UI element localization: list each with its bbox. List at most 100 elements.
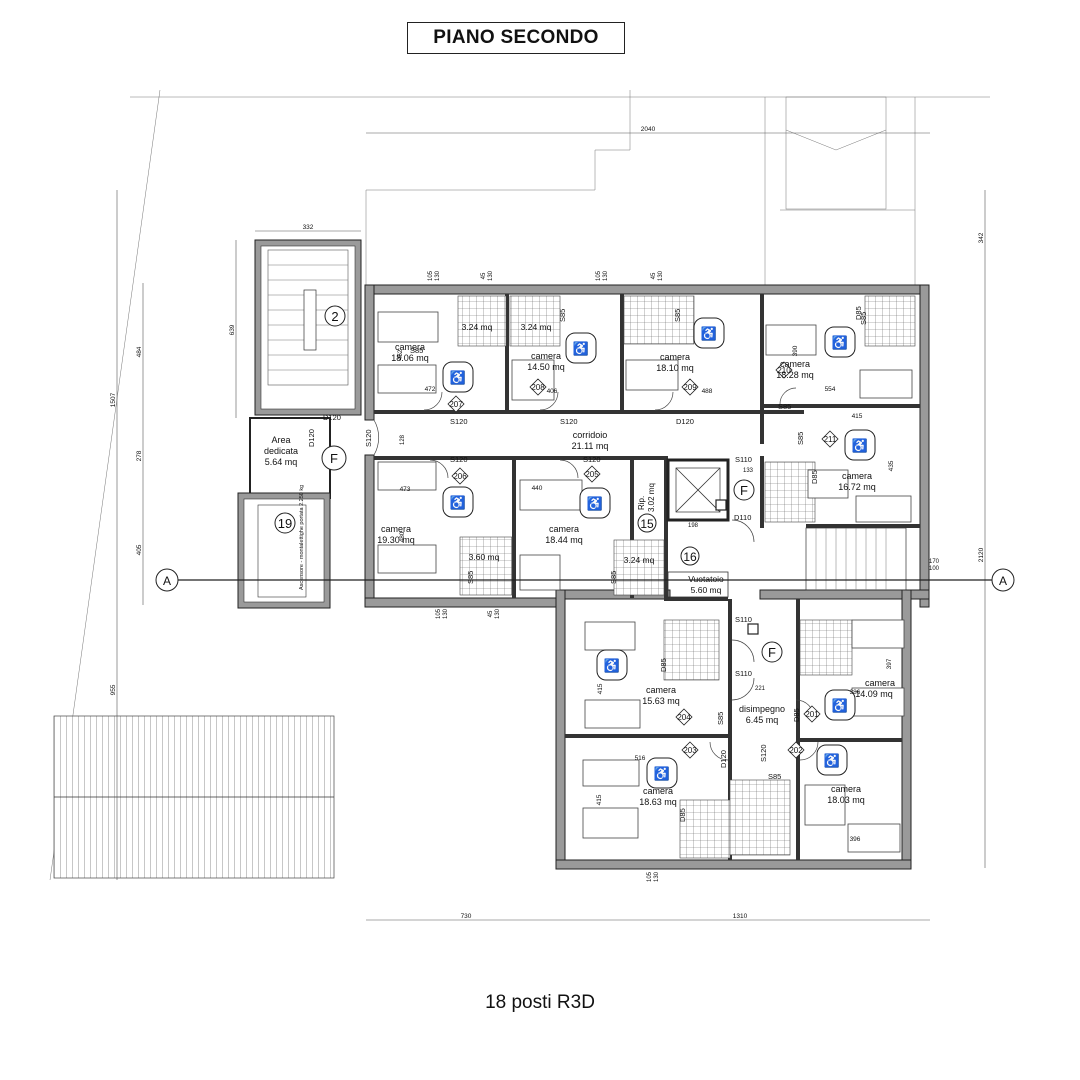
room-7-area: 18.44 mq bbox=[545, 535, 583, 545]
svg-text:1310: 1310 bbox=[733, 913, 748, 920]
lift-block bbox=[237, 417, 347, 609]
svg-text:S120: S120 bbox=[450, 455, 468, 464]
svg-text:130: 130 bbox=[435, 270, 441, 281]
svg-text:480: 480 bbox=[399, 531, 406, 542]
svg-text:105: 105 bbox=[428, 270, 434, 281]
svg-text:221: 221 bbox=[755, 686, 766, 692]
svg-text:397: 397 bbox=[886, 658, 893, 669]
svg-text:♿: ♿ bbox=[832, 335, 848, 350]
plan-title: PIANO SECONDO bbox=[407, 22, 625, 54]
svg-text:D120: D120 bbox=[719, 750, 728, 768]
svg-text:390: 390 bbox=[792, 345, 799, 356]
svg-text:45: 45 bbox=[488, 610, 494, 617]
svg-text:S85: S85 bbox=[466, 571, 475, 584]
room-4-label: camera bbox=[780, 359, 810, 369]
svg-text:♿: ♿ bbox=[852, 438, 868, 453]
room-labels: camera 18.06 mq 207 camera 14.50 mq 208 … bbox=[377, 342, 895, 807]
corridor-area: 21.11 mq bbox=[572, 441, 609, 451]
svg-text:435: 435 bbox=[888, 460, 895, 471]
room-code-diamonds bbox=[447, 361, 839, 759]
room-3-label: camera bbox=[660, 352, 690, 362]
room-9-area: 18.63 mq bbox=[639, 797, 677, 807]
room-8-area: 15.63 mq bbox=[642, 696, 680, 706]
plan-caption: 18 posti R3D bbox=[485, 992, 595, 1013]
svg-text:130: 130 bbox=[495, 608, 501, 619]
section-marker-right: A bbox=[999, 574, 1007, 588]
dimension-lines bbox=[116, 132, 986, 921]
svg-text:S85: S85 bbox=[716, 712, 725, 725]
lift-description: Ascensore - montalettighe portata 2.250 … bbox=[299, 485, 305, 590]
svg-text:♿: ♿ bbox=[701, 326, 717, 341]
room-6-code: 206 bbox=[453, 472, 467, 481]
svg-text:D85: D85 bbox=[659, 658, 668, 672]
room-6-label: camera bbox=[381, 524, 411, 534]
svg-text:639: 639 bbox=[229, 324, 236, 335]
svg-text:S85: S85 bbox=[558, 309, 567, 322]
door-labels: S85 S85 S85 S85 S85 S85 S85 S85 S85 S85 … bbox=[307, 306, 868, 822]
svg-text:45: 45 bbox=[651, 272, 657, 279]
svg-text:S85: S85 bbox=[609, 571, 618, 584]
room-9-code: 203 bbox=[683, 746, 697, 755]
room-6-area: 19.30 mq bbox=[377, 535, 415, 545]
svg-text:S85: S85 bbox=[673, 309, 682, 322]
svg-text:440: 440 bbox=[532, 485, 543, 492]
svg-text:S110: S110 bbox=[735, 455, 752, 464]
room-10-area: 14.09 mq bbox=[855, 689, 893, 699]
beds bbox=[377, 311, 913, 853]
svg-text:415: 415 bbox=[597, 683, 604, 694]
rip-area: 3.02 mq bbox=[647, 483, 656, 512]
svg-text:D110: D110 bbox=[734, 513, 751, 522]
svg-text:S120: S120 bbox=[583, 455, 601, 464]
window-dimensions: 105 130 45 130 105 130 45 130 105 130 45… bbox=[400, 270, 940, 882]
svg-text:S85: S85 bbox=[410, 346, 423, 355]
svg-text:130: 130 bbox=[443, 608, 449, 619]
wheelchair-glyphs: ♿♿♿♿ ♿♿♿♿ ♿♿♿ bbox=[450, 326, 868, 781]
svg-text:488: 488 bbox=[702, 388, 713, 395]
svg-text:S85: S85 bbox=[768, 772, 781, 781]
svg-text:130: 130 bbox=[488, 270, 494, 281]
svg-text:D120: D120 bbox=[676, 417, 694, 426]
room-7-label: camera bbox=[549, 524, 579, 534]
svg-text:3.60 mq: 3.60 mq bbox=[469, 552, 500, 562]
room-5-code: 211 bbox=[824, 435, 837, 444]
svg-text:♿: ♿ bbox=[832, 698, 848, 713]
svg-text:S110: S110 bbox=[735, 669, 752, 678]
corridor-label: corridoio bbox=[573, 430, 608, 440]
svg-text:2040: 2040 bbox=[641, 126, 656, 133]
room-7-code: 205 bbox=[585, 470, 599, 479]
disimpegno-area: 6.45 mq bbox=[746, 715, 779, 725]
svg-text:484: 484 bbox=[136, 346, 143, 357]
svg-text:105: 105 bbox=[436, 608, 442, 619]
room-11-code: 202 bbox=[789, 746, 803, 755]
svg-text:516: 516 bbox=[635, 755, 646, 762]
svg-text:2120: 2120 bbox=[978, 547, 985, 562]
svg-text:128: 128 bbox=[400, 434, 406, 445]
area-dedicata-line1: Area bbox=[271, 435, 290, 445]
svg-text:♿: ♿ bbox=[587, 496, 603, 511]
svg-text:105: 105 bbox=[647, 871, 653, 882]
svg-text:198: 198 bbox=[688, 523, 699, 529]
room-2-label: camera bbox=[531, 351, 561, 361]
svg-text:D85: D85 bbox=[678, 808, 687, 822]
svg-text:S110: S110 bbox=[735, 615, 752, 624]
disimpegno-label: disimpegno bbox=[739, 704, 785, 714]
fire-marker-2: F bbox=[740, 483, 748, 498]
dimension-values: 2040 332 730 1310 1507 955 342 2120 639 … bbox=[110, 126, 985, 920]
rip-marker: 15 bbox=[640, 517, 654, 531]
svg-text:D120: D120 bbox=[323, 413, 341, 422]
rip-label: Rip. bbox=[637, 496, 646, 510]
svg-text:130: 130 bbox=[654, 871, 660, 882]
svg-text:396: 396 bbox=[850, 836, 861, 843]
room-8-code: 204 bbox=[677, 713, 691, 722]
svg-text:S120: S120 bbox=[560, 417, 578, 426]
fire-marker-3: F bbox=[768, 645, 776, 660]
svg-text:554: 554 bbox=[825, 386, 836, 393]
area-dedicata-area: 5.64 mq bbox=[265, 457, 298, 467]
lift-marker: 19 bbox=[278, 516, 292, 531]
svg-text:386: 386 bbox=[850, 689, 861, 696]
room-9-label: camera bbox=[643, 786, 673, 796]
svg-text:452: 452 bbox=[397, 349, 404, 360]
svg-text:3.24 mq: 3.24 mq bbox=[624, 555, 655, 565]
vuotatoio-marker: 16 bbox=[683, 550, 697, 564]
room-1-code: 207 bbox=[449, 400, 463, 409]
